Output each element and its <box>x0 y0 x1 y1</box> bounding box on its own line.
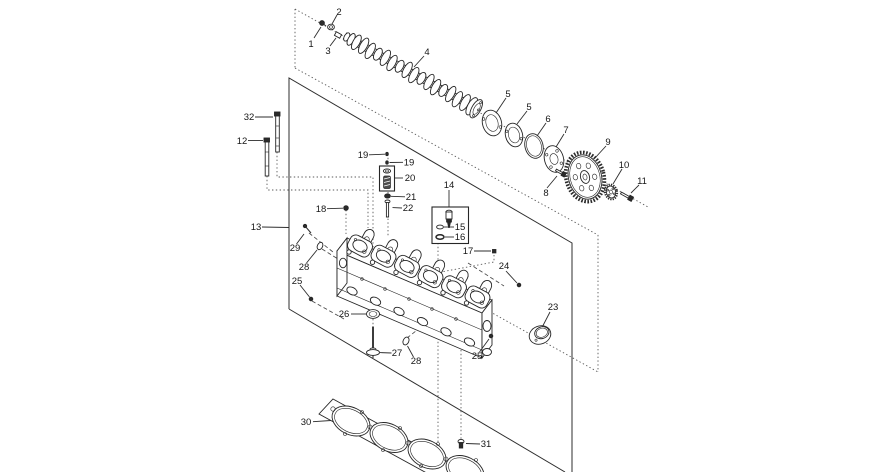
callout-3: 3 <box>325 46 330 57</box>
injector-box-14 <box>431 206 470 245</box>
head-bolt-31 <box>457 438 465 449</box>
gear-bolt-11 <box>619 191 635 203</box>
callout-2: 2 <box>336 7 341 18</box>
dowel-25a <box>308 296 314 302</box>
camshaft-drawing <box>342 32 483 119</box>
small-gear-10 <box>603 183 619 201</box>
valve-stem-22 <box>384 199 391 218</box>
callout-leader-lines <box>248 14 640 445</box>
o-ring-28a <box>316 241 324 251</box>
cam-front-pin <box>333 31 343 39</box>
callout-28b: 28 <box>411 356 422 367</box>
stud-bolt-12 <box>263 137 270 177</box>
callout-25b: 25 <box>472 351 483 362</box>
spring-box-20 <box>378 165 396 192</box>
callout-25a: 25 <box>292 276 303 287</box>
cylinder-head-drawing <box>336 227 495 360</box>
head-gasket-drawing <box>318 398 490 472</box>
seal-ring-15 <box>436 224 444 230</box>
callout-4: 4 <box>424 47 429 58</box>
o-ring-28b <box>402 336 410 346</box>
callout-16: 16 <box>455 232 466 243</box>
callout-19b: 19 <box>404 158 415 169</box>
seal-ring-16 <box>435 234 445 240</box>
plug-18 <box>343 205 349 211</box>
callout-19a: 19 <box>358 150 369 161</box>
fitting-24 <box>516 282 522 288</box>
callout-21: 21 <box>406 192 417 203</box>
cam-flange-7 <box>543 145 565 173</box>
callout-9: 9 <box>605 137 610 148</box>
callout-5b: 5 <box>526 102 531 113</box>
valve-seal-21 <box>384 193 391 199</box>
callout-5a: 5 <box>505 89 510 100</box>
valve-seal-26 <box>366 309 380 319</box>
solid-boundary-parallelogram <box>288 77 573 472</box>
plug-17 <box>492 249 497 254</box>
pin-29 <box>302 223 312 234</box>
callout-23: 23 <box>548 302 559 313</box>
callout-1: 1 <box>308 39 313 50</box>
keeper-parts-19 <box>385 151 389 165</box>
callout-31: 31 <box>481 439 492 450</box>
callout-29: 29 <box>290 243 301 254</box>
callout-10: 10 <box>619 160 630 171</box>
callout-6: 6 <box>545 114 550 125</box>
cam-bore-seal-23 <box>528 325 552 345</box>
callout-24: 24 <box>499 261 510 272</box>
callout-12: 12 <box>237 136 248 147</box>
callout-14: 14 <box>444 180 455 191</box>
cam-front-bolt <box>319 20 327 27</box>
cam-gear-drawing <box>563 150 607 204</box>
callout-27: 27 <box>392 348 403 359</box>
callout-13: 13 <box>251 222 262 233</box>
callout-11: 11 <box>637 176 647 187</box>
cam-front-washer <box>327 23 335 31</box>
callout-8: 8 <box>543 188 548 199</box>
callout-28a: 28 <box>299 262 310 273</box>
dowel-25b <box>488 333 494 339</box>
callout-22: 22 <box>403 203 414 214</box>
callout-26: 26 <box>339 309 350 320</box>
callout-7: 7 <box>563 125 568 136</box>
callout-30: 30 <box>301 417 312 428</box>
callout-17: 17 <box>463 246 474 257</box>
callout-15: 15 <box>455 222 466 233</box>
callout-32: 32 <box>244 112 255 123</box>
valve-27 <box>366 326 380 358</box>
thrust-plate-2 <box>504 122 524 148</box>
stud-bolt-32 <box>274 111 281 153</box>
o-ring-6 <box>524 133 544 159</box>
callout-18: 18 <box>316 204 327 215</box>
callout-20: 20 <box>405 173 416 184</box>
thrust-plate-1 <box>481 109 503 137</box>
